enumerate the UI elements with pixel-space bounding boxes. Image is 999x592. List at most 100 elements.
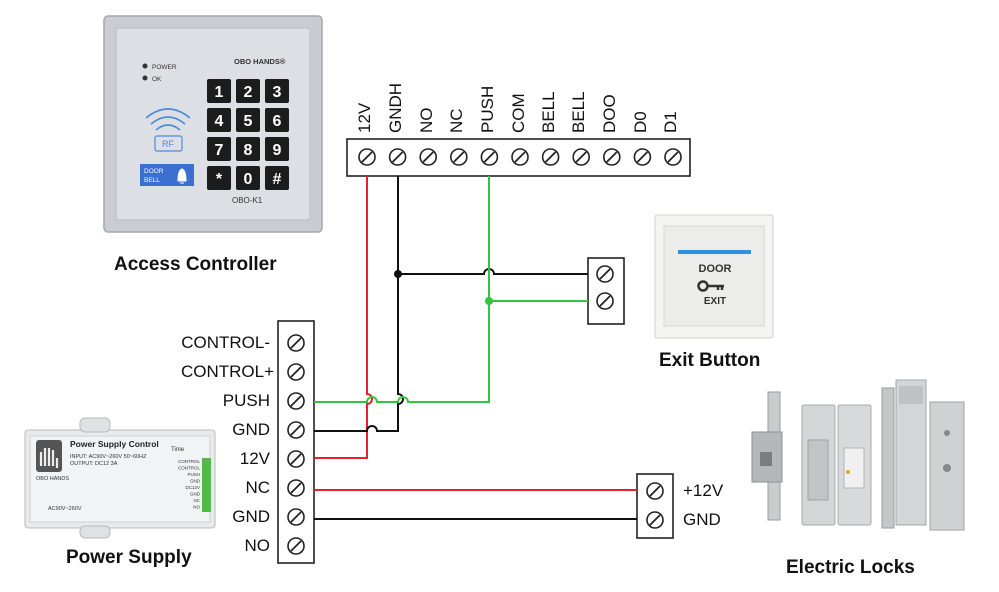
- controller-screw-9: [633, 148, 652, 166]
- exit-button-device: DOOR EXIT: [654, 214, 774, 339]
- exit-terminal-block: [587, 257, 625, 325]
- keypad-key-bg: [236, 79, 260, 103]
- keypad-key-bg: [265, 108, 289, 132]
- psu-label-push: PUSH: [222, 391, 270, 410]
- keypad-key: 5: [244, 113, 253, 130]
- keypad-key-bg: [207, 108, 231, 132]
- terminal-label-gndh: GNDH: [386, 82, 405, 133]
- controller-screw-7: [572, 148, 591, 166]
- psu-title: Power Supply Control: [70, 439, 159, 449]
- controller-screw-0: [358, 148, 376, 166]
- psu-label-12v: 12V: [239, 449, 270, 468]
- keypad-key: 0: [244, 171, 253, 188]
- controller-screw-5: [511, 148, 529, 166]
- controller-screw-3: [449, 148, 468, 166]
- terminal-label-12v: 12V: [355, 102, 374, 133]
- keypad-key: 3: [273, 84, 282, 101]
- psu-label-control-plus: CONTROL+: [180, 362, 274, 381]
- wires: [314, 176, 637, 520]
- psu-side-label: CONTROL: [178, 459, 200, 464]
- keypad-key-bg: [207, 79, 231, 103]
- psu-brand: OBO HANDS: [36, 476, 69, 482]
- terminal-label-no: NO: [417, 107, 436, 134]
- terminal-label-push: PUSH: [478, 85, 497, 133]
- lock-label-12v: +12V: [683, 481, 724, 500]
- psu-ac-line: AC90V~260V: [48, 506, 82, 512]
- psu-screws: [287, 334, 305, 555]
- terminal-label-d0: D0: [631, 111, 650, 133]
- terminal-label-bell-2: BELL: [569, 91, 588, 133]
- power-supply-device: OBO HANDS Power Supply Control INPUT: AC…: [24, 417, 216, 539]
- terminal-label-com: COM: [509, 93, 528, 133]
- junction-dot-green: [485, 297, 493, 305]
- terminal-label-d1: D1: [661, 111, 680, 133]
- keypad-key: *: [216, 171, 223, 188]
- controller-screw-6: [541, 148, 560, 166]
- power-supply-caption: Power Supply: [66, 547, 192, 568]
- power-led-label: POWER: [152, 64, 177, 71]
- exit-screw-0: [596, 265, 614, 283]
- keypad-key-bg: [236, 108, 260, 132]
- keypad-key: 9: [273, 142, 282, 159]
- psu-side-label: GND: [190, 479, 201, 484]
- controller-screw-8: [602, 148, 621, 166]
- key-icon: [697, 280, 724, 292]
- access-controller-caption: Access Controller: [114, 254, 277, 275]
- exit-button-caption: Exit Button: [659, 350, 761, 371]
- psu-terminal-block: [277, 320, 315, 564]
- wire-gnd-black: [314, 176, 404, 432]
- psu-input-line: INPUT: AC90V~260V 50~60HZ: [70, 454, 147, 460]
- controller-screws: [358, 148, 682, 166]
- wire-12v-red: [314, 176, 373, 459]
- keypad-key: 6: [273, 113, 282, 130]
- lock-screws: [646, 482, 664, 529]
- psu-label-nc: NC: [245, 478, 270, 497]
- keypad-key-bg: [236, 137, 260, 161]
- bell-icon: [177, 168, 187, 184]
- keypad-key-bg: [207, 137, 231, 161]
- psu-screw-4: [287, 450, 305, 468]
- ok-led-label: OK: [152, 76, 162, 83]
- psu-side-label: NC: [194, 498, 201, 503]
- psu-screw-6: [287, 508, 305, 526]
- keypad-key: 2: [244, 84, 253, 101]
- psu-label-no: NO: [244, 536, 271, 555]
- controller-brand: OBO HANDS®: [234, 57, 286, 66]
- doorbell-text-2: BELL: [144, 177, 160, 184]
- terminal-label-nc: NC: [447, 108, 466, 133]
- rf-label: RF: [162, 139, 174, 149]
- terminal-label-doo: DOO: [600, 94, 619, 133]
- psu-screw-2: [287, 392, 305, 410]
- psu-time-label: Time: [171, 447, 185, 453]
- psu-label-gnd: GND: [232, 420, 270, 439]
- wire-exit-gnd-black: [398, 268, 588, 275]
- keypad-key-bg: [265, 166, 289, 190]
- exit-screw-1: [596, 292, 614, 310]
- exit-button-exit-text: EXIT: [704, 296, 726, 307]
- psu-screw-1: [287, 363, 305, 381]
- controller-screw-2: [419, 148, 438, 166]
- lock-label-gnd: GND: [683, 510, 721, 529]
- exit-button-strip: [678, 250, 751, 254]
- psu-side-label: NO: [193, 505, 200, 510]
- keypad-key-bg: [207, 166, 231, 190]
- keypad-key-bg: [236, 166, 260, 190]
- keypad-key: #: [273, 171, 282, 188]
- psu-screw-5: [287, 479, 305, 497]
- rf-waves-icon: [145, 108, 191, 131]
- exit-button-door-text: DOOR: [699, 263, 732, 275]
- controller-screw-4: [480, 148, 499, 166]
- electric-locks-caption: Electric Locks: [786, 557, 915, 578]
- controller-model: OBO-K1: [232, 196, 263, 205]
- lock-screw-0: [646, 482, 664, 500]
- keypad-key-bg: [265, 79, 289, 103]
- electric-locks-device: [751, 379, 965, 531]
- psu-label-control-minus: CONTROL-: [181, 333, 270, 352]
- keypad-key: 7: [215, 142, 224, 159]
- psu-green-terminal: [202, 458, 211, 512]
- psu-side-label: PUSH: [187, 472, 200, 477]
- wire-push-green: [314, 176, 490, 403]
